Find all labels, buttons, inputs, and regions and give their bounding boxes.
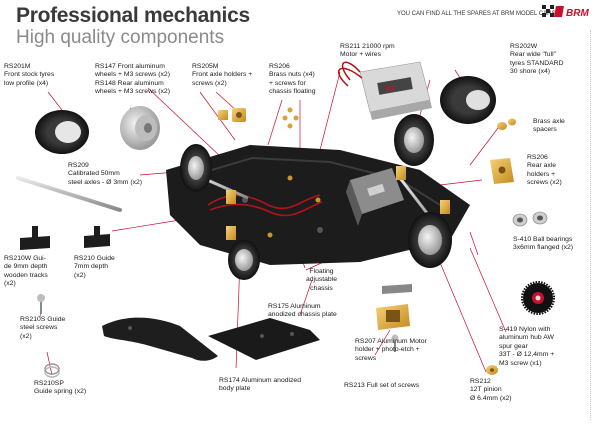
guide-steel-screws (37, 294, 45, 314)
rear-axle-holder (490, 158, 514, 184)
rear-axle-assembly (394, 114, 452, 268)
label-rs174: RS174 Aluminum anodized body plate (219, 377, 301, 393)
page-edge-rule (590, 30, 591, 420)
front-tyre (35, 110, 89, 154)
label-rs175: RS175 Aluminum anodized chassis plate (268, 303, 337, 319)
front-axle-assembly (180, 144, 260, 280)
label-rs202w: RS202W Rear wide "full" tyres STANDARD 3… (510, 43, 564, 76)
motor-in-chassis (346, 168, 404, 226)
guide-7mm (84, 226, 110, 248)
wooden-track-guide (20, 226, 50, 250)
label-rs212: RS212 12T pinion Ø 6.4mm (x2) (470, 378, 512, 402)
guide-spring (44, 363, 60, 378)
label-rs210sp: RS210SP Guide spring (x2) (34, 380, 87, 396)
page-title: Professional mechanics (16, 4, 250, 27)
motor-wires (207, 194, 323, 217)
screws-set (391, 334, 399, 352)
label-rs210s: RS210S Guide steel screws (x2) (20, 316, 66, 340)
label-rs210: RS210 Guide 7mm depth (x2) (74, 255, 115, 279)
front-axle-holder (218, 108, 246, 122)
ball-bearings (512, 211, 548, 227)
brass-axle-spacers (497, 118, 516, 130)
anodized-chassis-plate (208, 318, 320, 360)
page-subtitle: High quality components (16, 27, 225, 48)
pinion-12t (486, 365, 498, 375)
label-rs201m: RS201M Front stock tyres low profile (x4… (4, 63, 55, 87)
label-rs213: RS213 Full set of screws (344, 382, 420, 389)
aluminum-motor-holder (376, 284, 412, 330)
label-rs147-rs148: RS147 Front aluminum wheels + M3 screws … (95, 63, 170, 96)
label-rs207: RS207 Aluminum Motor holder + photo-etch… (355, 338, 427, 362)
steel-axle (16, 176, 122, 212)
label-rs205m: RS205M Front axle holders + screws (x2) (192, 63, 253, 87)
rear-wide-tyre (440, 76, 496, 124)
brm-logo: BRM (542, 5, 589, 19)
anodized-body-plate (102, 317, 218, 361)
label-rs211: RS211 21000 rpm Motor + wires (340, 43, 395, 59)
spur-gear (521, 281, 555, 315)
rs211-motor: R4 (338, 61, 432, 120)
aluminum-wheel (120, 106, 160, 150)
label-floating-chassis: Floating adjustable chassis (306, 268, 337, 292)
label-rs206-rear: RS206 Rear axle holders + screws (x2) (527, 154, 562, 187)
label-s410: S-410 Ball bearings 3x6mm flanged (x2) (513, 236, 574, 252)
label-rs206-brass-nuts: RS206 Brass nuts (x4) + screws for chass… (269, 63, 316, 96)
motor-label: R4 (385, 85, 395, 93)
label-rs209: RS209 Calibrated 50mm steel axles - Ø 3m… (68, 162, 143, 186)
label-brass-axle-spacers: Brass axle spacers (533, 118, 565, 134)
label-rs210w: RS210W Gui- de 9mm depth wooden tracks (… (4, 255, 48, 288)
label-s419: S-419 Nylon with aluminum hub AW spur ge… (499, 326, 555, 367)
logo-text: BRM (566, 8, 589, 19)
brass-nuts (282, 107, 299, 129)
spares-note: YOU CAN FIND ALL THE SPARES AT BRM MODEL… (397, 11, 556, 17)
